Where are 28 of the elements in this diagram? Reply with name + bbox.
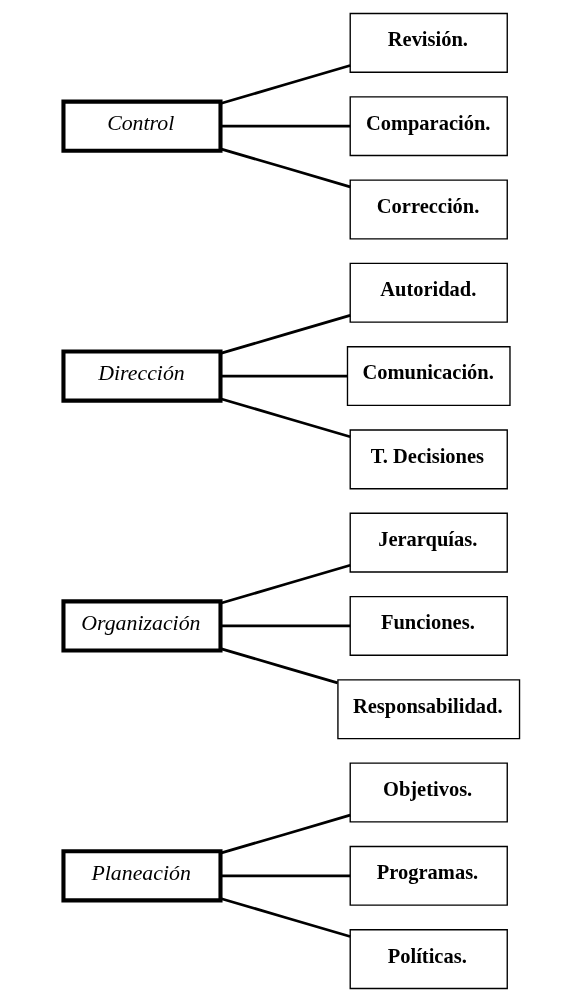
connector (220, 397, 351, 439)
node-box: Corrección. (349, 179, 508, 240)
connector (220, 64, 351, 105)
connector (220, 647, 338, 685)
connector (220, 147, 351, 189)
node-box: Dirección (61, 349, 223, 403)
node-box: Comunicación. (346, 346, 511, 407)
connector (220, 124, 351, 128)
connector (220, 563, 351, 605)
node-box: Funciones. (349, 595, 508, 656)
node-box: Comparación. (349, 96, 508, 157)
connector (220, 874, 351, 878)
connector (220, 374, 348, 378)
connector (220, 624, 351, 628)
node-box: Programas. (349, 845, 508, 906)
node-box: Control (61, 99, 223, 153)
node-box: Autoridad. (349, 262, 508, 323)
node-box: Objetivos. (349, 762, 508, 823)
node-box: Políticas. (349, 929, 508, 990)
node-box: Planeación (61, 849, 223, 903)
node-box: Revisión. (349, 12, 508, 73)
node-box: Jerarquías. (349, 512, 508, 573)
connector (220, 897, 351, 938)
node-box: T. Decisiones (349, 429, 508, 490)
connector (220, 314, 351, 355)
node-box: Organización (61, 599, 223, 653)
connector (220, 813, 351, 855)
node-box: Responsabilidad. (337, 679, 521, 740)
